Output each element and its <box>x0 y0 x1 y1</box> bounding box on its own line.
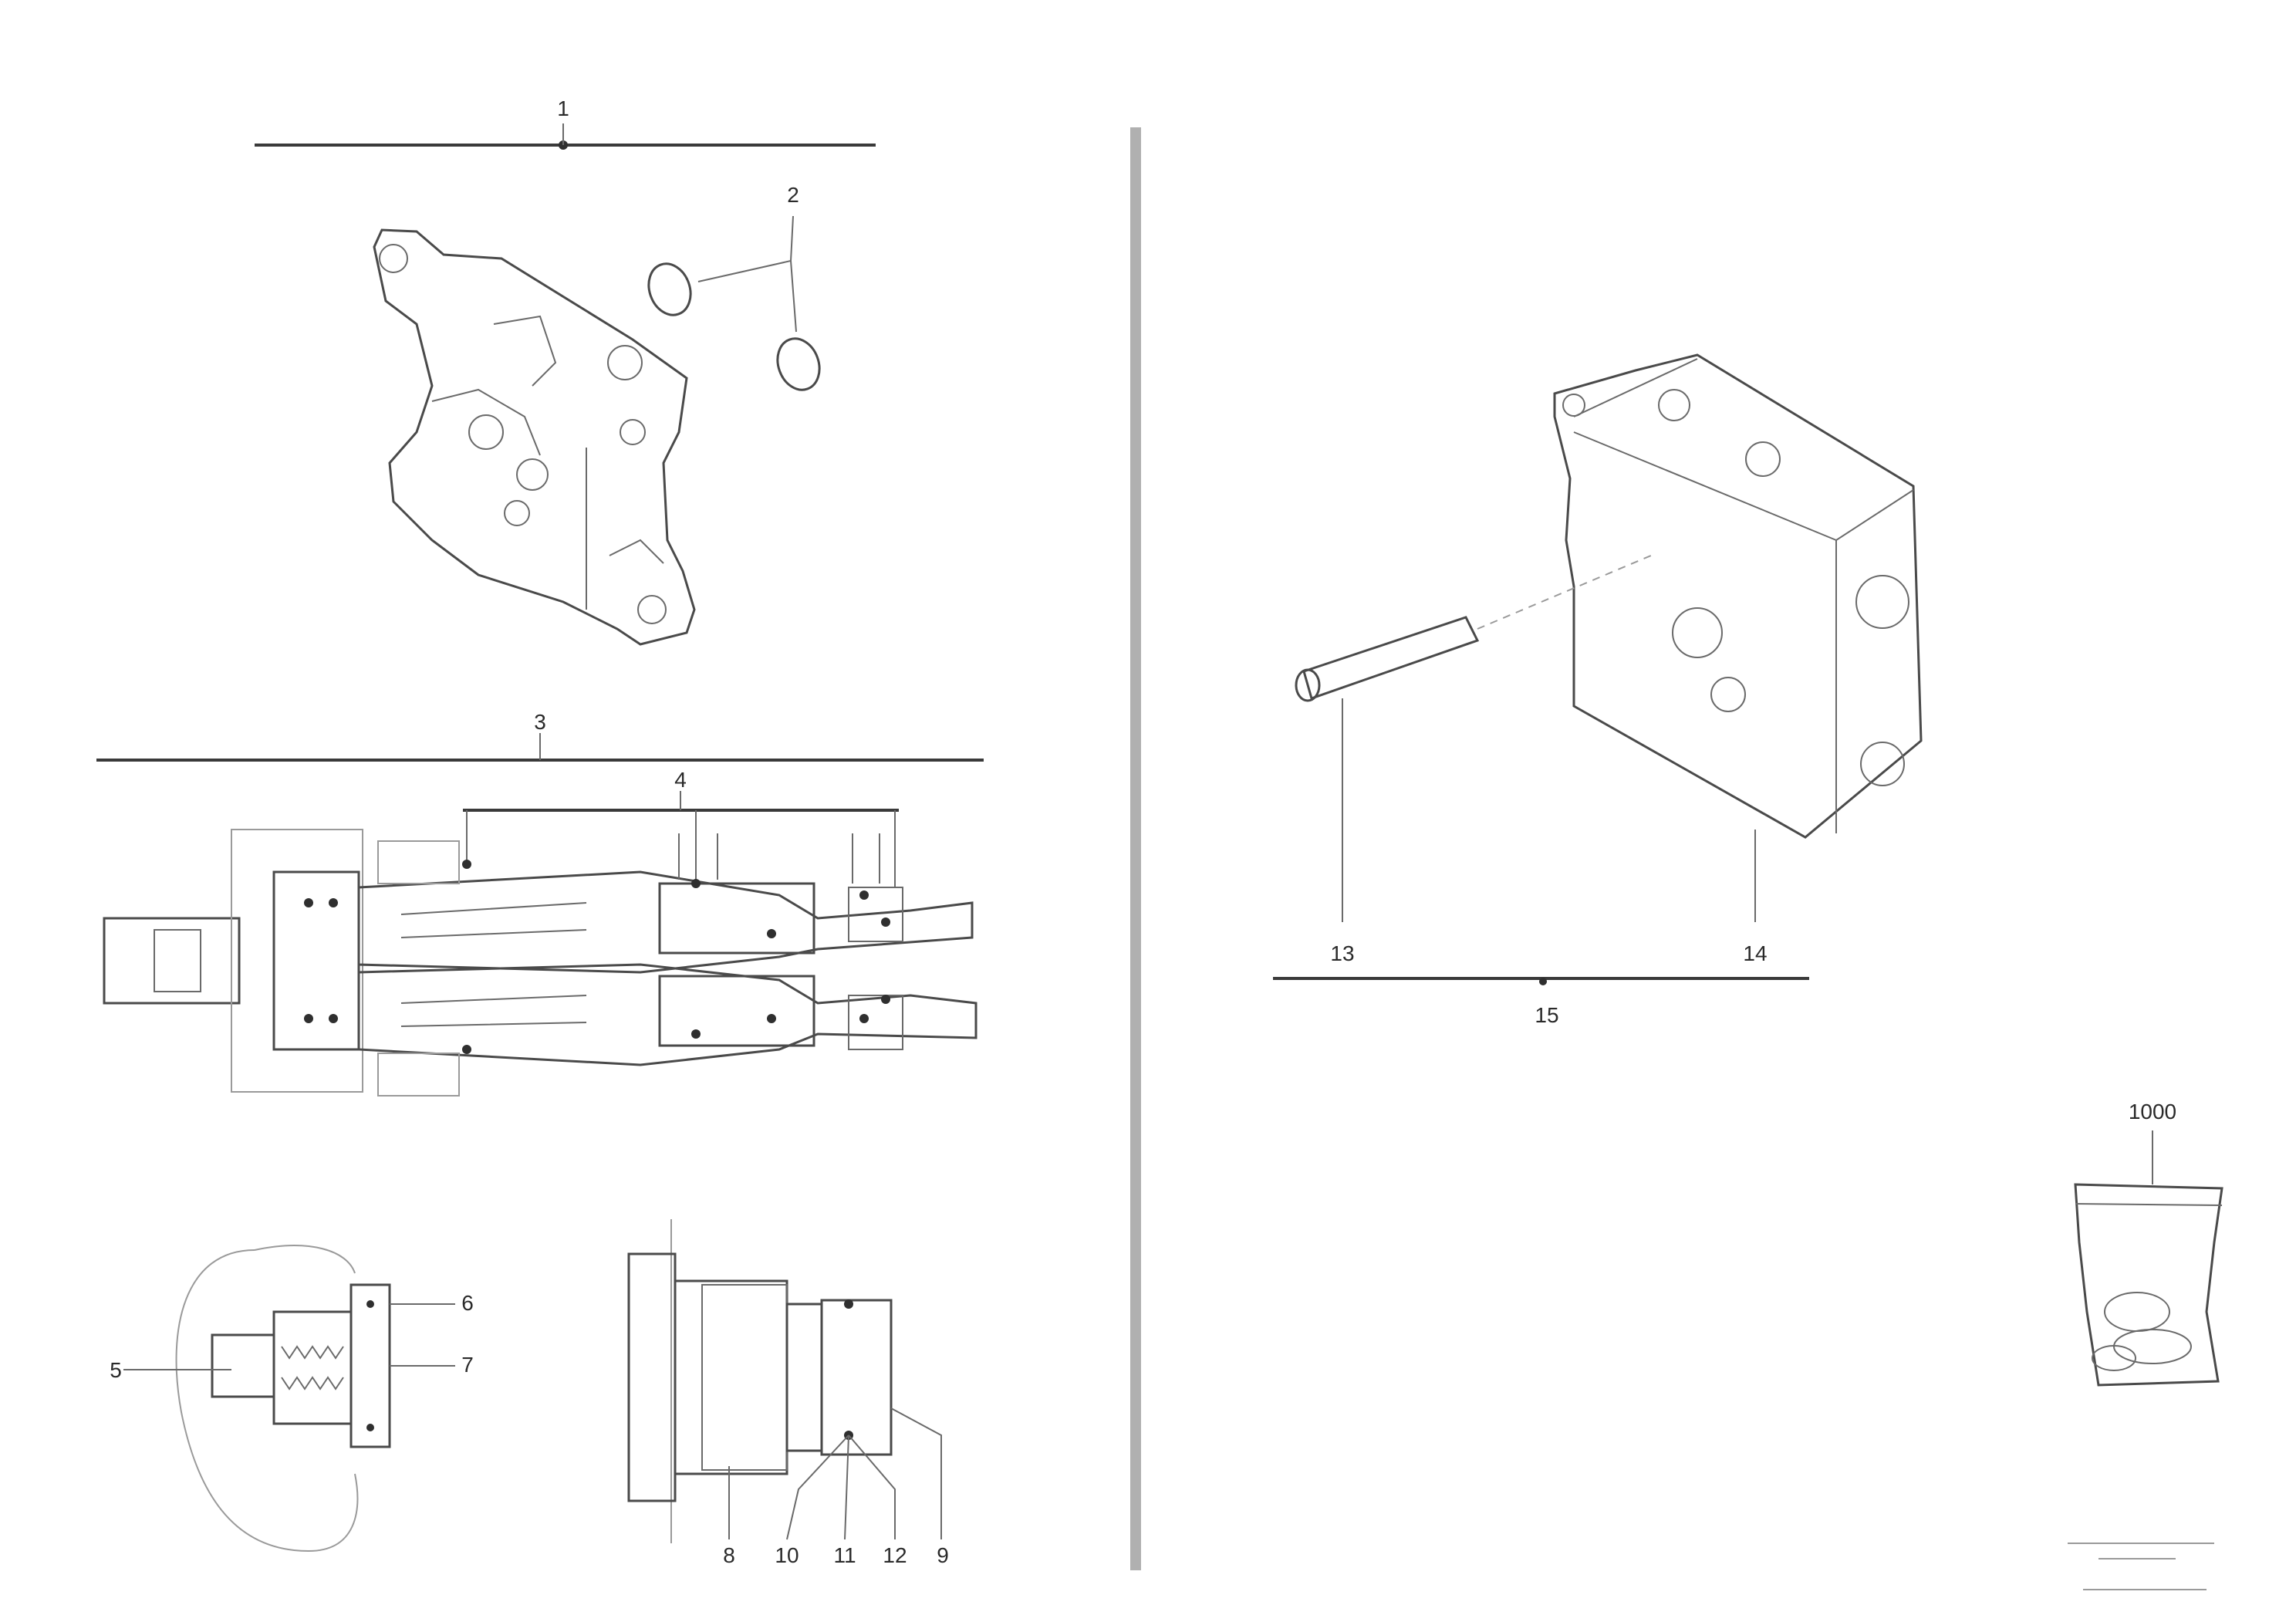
callout-13: 13 <box>1330 941 1354 965</box>
callout-8: 8 <box>723 1543 735 1567</box>
bolt-end <box>1295 668 1321 702</box>
plug-ring <box>785 1303 823 1452</box>
valve-block <box>1553 353 1923 839</box>
panel-divider <box>1130 127 1141 1570</box>
check-valve-flange <box>349 1283 391 1448</box>
valve-section-body <box>373 228 696 646</box>
callout-15: 15 <box>1535 1003 1558 1027</box>
callout-3: 3 <box>534 710 546 734</box>
detail-outline <box>175 1249 359 1553</box>
callout-6: 6 <box>461 1291 474 1315</box>
section-housing <box>231 829 363 1093</box>
spool-lower <box>357 963 977 1066</box>
section-end <box>103 917 241 1005</box>
callout-10: 10 <box>775 1543 799 1567</box>
plug-end <box>820 1299 893 1456</box>
drawing-reference <box>2068 1543 2214 1590</box>
callout-7: 7 <box>461 1353 474 1377</box>
callout-11: 11 <box>833 1543 856 1567</box>
o-ring-1 <box>647 262 692 316</box>
callout-1: 1 <box>557 96 569 120</box>
detail-check-valve: 5 6 7 <box>110 1245 474 1553</box>
group-3: 3 4 <box>96 710 984 1097</box>
seal-kit-bag <box>2074 1183 2223 1387</box>
seal-kit: 1000 <box>2074 1100 2223 1387</box>
plug-body <box>674 1279 788 1475</box>
callout-1000: 1000 <box>2129 1100 2176 1124</box>
callout-5: 5 <box>110 1358 122 1382</box>
bolt <box>1302 616 1480 700</box>
spool-upper <box>357 870 974 974</box>
callout-9: 9 <box>937 1543 949 1567</box>
check-valve-poppet <box>211 1333 275 1398</box>
detail-plug: 8 10 11 12 9 <box>627 1219 949 1567</box>
plug-head <box>627 1252 677 1502</box>
callout-2: 2 <box>787 183 799 207</box>
group-1: 1 2 <box>255 96 876 646</box>
callout-12: 12 <box>883 1543 907 1567</box>
group-15: 13 14 15 <box>1273 353 1923 1027</box>
check-valve-body <box>272 1310 353 1425</box>
callout-14: 14 <box>1743 941 1767 965</box>
o-ring-2 <box>776 337 821 391</box>
callout-4: 4 <box>674 768 687 792</box>
section-cap <box>272 870 360 1051</box>
